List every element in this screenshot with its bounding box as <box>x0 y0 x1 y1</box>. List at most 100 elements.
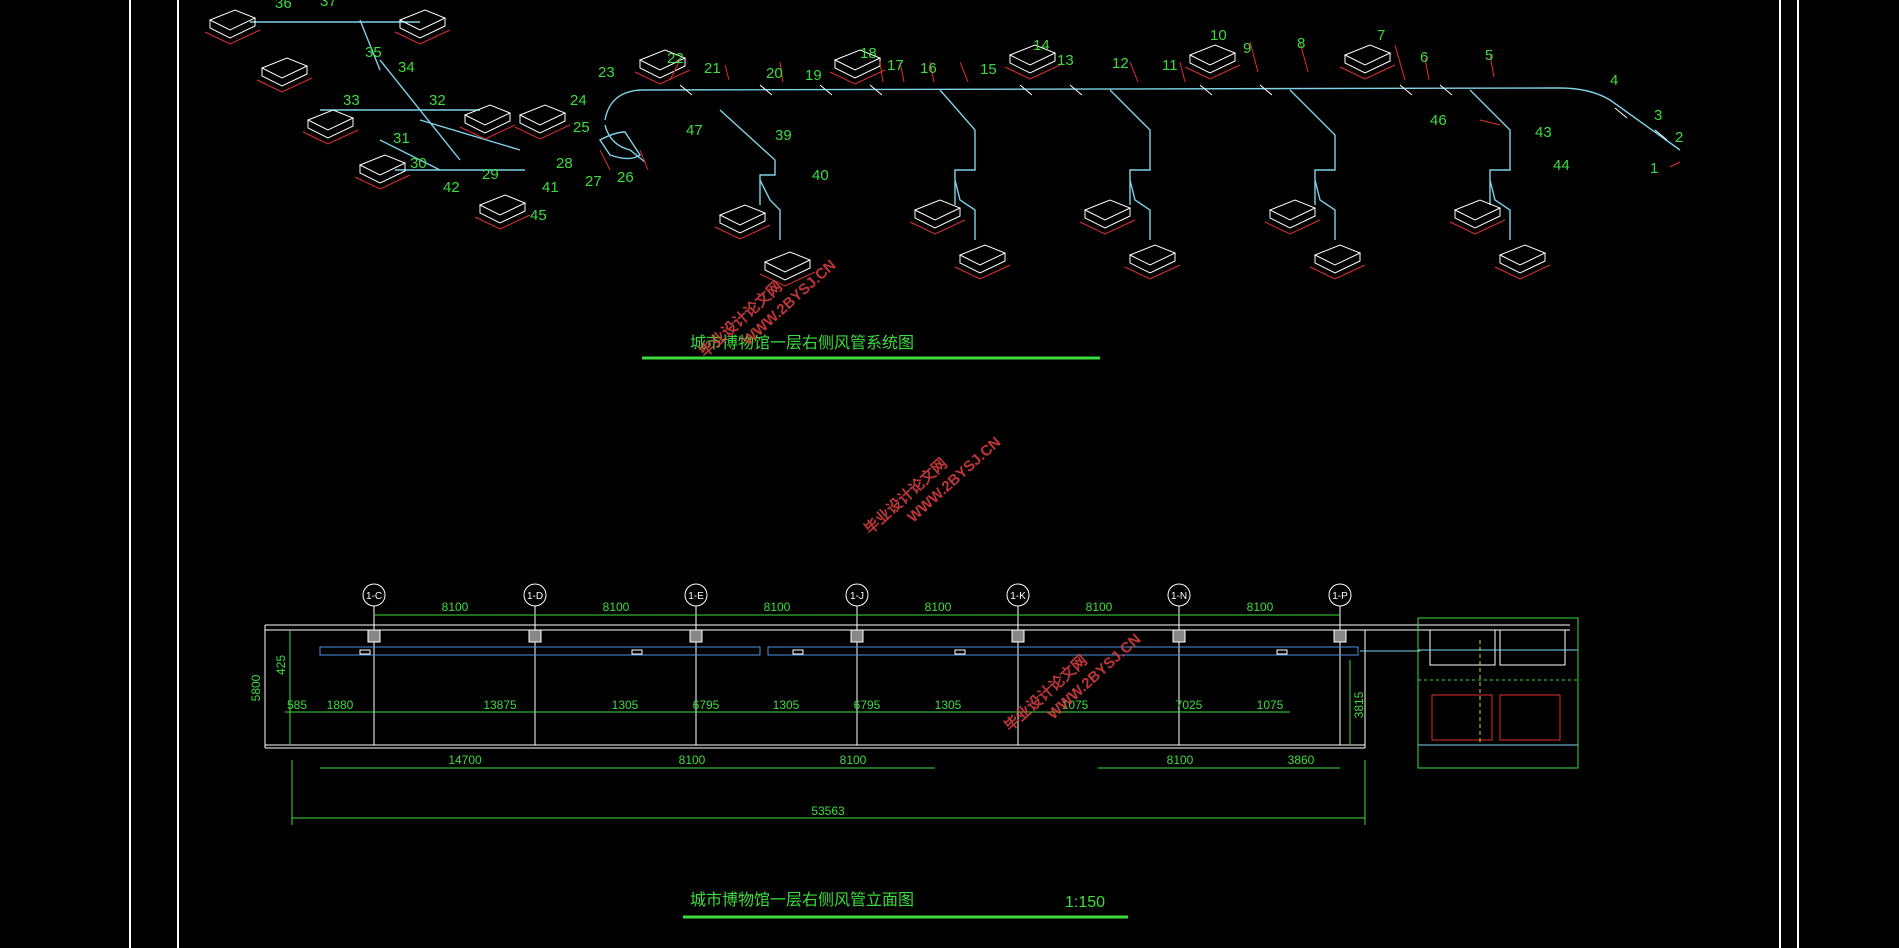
watermark: 毕业设计论文网 WWW.2BYSJ.CN <box>861 434 1005 538</box>
duct-trunk <box>250 19 1681 240</box>
bay-dim: 8100 <box>442 600 469 614</box>
air-unit <box>634 49 691 85</box>
lower-dim: 8100 <box>1167 753 1194 767</box>
air-unit <box>1449 199 1506 235</box>
grid-axis: 1-E <box>684 583 708 745</box>
segment-label: 40 <box>812 167 829 184</box>
air-unit <box>1124 244 1181 280</box>
system-view-title: 城市博物馆一层右侧风管系统图 <box>690 334 914 352</box>
bay-dim: 8100 <box>1247 600 1274 614</box>
air-unit <box>394 9 451 45</box>
inner-dim: 1880 <box>327 698 354 712</box>
duct-elevation-view: 1-C 1-D 1-E 1-J 1-K 1-N 1-P 8100 8100 81… <box>249 583 1579 919</box>
segment-label: 42 <box>443 179 460 196</box>
air-unit <box>514 104 571 140</box>
segment-label: 15 <box>980 61 997 78</box>
side-dim: 425 <box>274 655 288 675</box>
air-unit <box>1309 244 1366 280</box>
air-unit <box>909 199 966 235</box>
air-unit <box>1184 44 1241 80</box>
segment-label: 2 <box>1675 129 1683 146</box>
inner-dim: 1075 <box>1062 698 1089 712</box>
segment-labels: 1 2 3 4 5 6 7 8 9 10 11 12 13 14 15 16 1… <box>275 0 1683 224</box>
segment-label: 18 <box>860 45 877 62</box>
segment-label: 11 <box>1162 57 1178 74</box>
elevation-ducts <box>319 646 1420 656</box>
side-dim: 5800 <box>249 674 263 701</box>
air-unit <box>1079 199 1136 235</box>
segment-label: 24 <box>570 92 587 109</box>
segment-label: 23 <box>598 64 615 81</box>
watermarks: 毕业设计论文网 WWW.2BYSJ.CN 毕业设计论文网 WWW.2BYSJ.C… <box>696 257 1145 735</box>
segment-label: 17 <box>887 57 904 74</box>
segment-label: 37 <box>320 0 337 10</box>
grid-axis: 1-J <box>845 583 869 745</box>
building-structure <box>264 624 1570 749</box>
lower-dim: 8100 <box>679 753 706 767</box>
grid-axis: 1-K <box>1006 583 1030 745</box>
segment-label: 39 <box>775 127 792 144</box>
segment-label: 26 <box>617 169 634 186</box>
equipment-room-section <box>1417 617 1579 769</box>
grid-axes: 1-C 1-D 1-E 1-J 1-K 1-N 1-P <box>362 583 1352 745</box>
air-unit <box>354 154 411 190</box>
air-unit <box>829 49 886 85</box>
segment-label: 33 <box>343 92 360 109</box>
segment-label: 5 <box>1485 47 1493 64</box>
bay-dim: 8100 <box>603 600 630 614</box>
air-unit <box>302 109 359 145</box>
inner-dim: 585 <box>287 698 307 712</box>
segment-label: 45 <box>530 207 547 224</box>
segment-label: 10 <box>1210 27 1227 44</box>
side-dim: 3815 <box>1352 691 1366 718</box>
segment-label: 20 <box>766 65 783 82</box>
inner-dim: 6795 <box>693 698 720 712</box>
air-unit <box>954 244 1011 280</box>
segment-label: 46 <box>1430 112 1447 129</box>
air-unit <box>1004 44 1061 80</box>
scale-label: 1:150 <box>1065 894 1105 911</box>
air-unit <box>474 194 531 230</box>
lower-dim: 3860 <box>1288 753 1315 767</box>
inner-dim: 7025 <box>1176 698 1203 712</box>
segment-label: 21 <box>704 60 721 77</box>
air-unit <box>204 9 261 45</box>
segment-label: 4 <box>1610 72 1618 89</box>
elevation-view-title: 城市博物馆一层右侧风管立面图 <box>690 891 914 909</box>
segment-label: 32 <box>429 92 446 109</box>
bay-dimensions: 8100 8100 8100 8100 8100 8100 <box>374 600 1340 616</box>
segment-label: 3 <box>1654 107 1662 124</box>
svg-text:1-E: 1-E <box>688 591 704 602</box>
side-dimensions: 425 5800 3815 <box>249 630 1366 745</box>
lower-dim: 14700 <box>448 753 482 767</box>
segment-label: 44 <box>1553 157 1570 174</box>
inner-dim: 1305 <box>612 698 639 712</box>
grid-axis: 1-P <box>1328 583 1352 745</box>
segment-label: 31 <box>393 130 410 147</box>
segment-label: 43 <box>1535 124 1552 141</box>
segment-label: 6 <box>1420 49 1428 66</box>
segment-label: 12 <box>1112 55 1129 72</box>
segment-label: 13 <box>1057 52 1074 69</box>
air-unit <box>459 104 516 140</box>
grid-axis: 1-C <box>362 583 386 745</box>
svg-text:1-C: 1-C <box>366 591 382 602</box>
inner-dim: 13875 <box>483 698 517 712</box>
leader-lines <box>599 41 1681 171</box>
bay-dim: 8100 <box>764 600 791 614</box>
segment-label: 29 <box>482 166 499 183</box>
segment-label: 28 <box>556 155 573 172</box>
grid-axis: 1-D <box>523 583 547 745</box>
segment-label: 16 <box>920 60 937 77</box>
bay-dim: 8100 <box>1086 600 1113 614</box>
segment-label: 7 <box>1377 27 1385 44</box>
segment-label: 14 <box>1033 37 1050 54</box>
lower-dim: 8100 <box>840 753 867 767</box>
segment-label: 35 <box>365 44 382 61</box>
svg-text:1-N: 1-N <box>1171 591 1187 602</box>
segment-label: 9 <box>1243 40 1251 57</box>
segment-label: 30 <box>410 155 427 172</box>
segment-label: 25 <box>573 119 590 136</box>
grid-axis: 1-N <box>1167 583 1191 745</box>
